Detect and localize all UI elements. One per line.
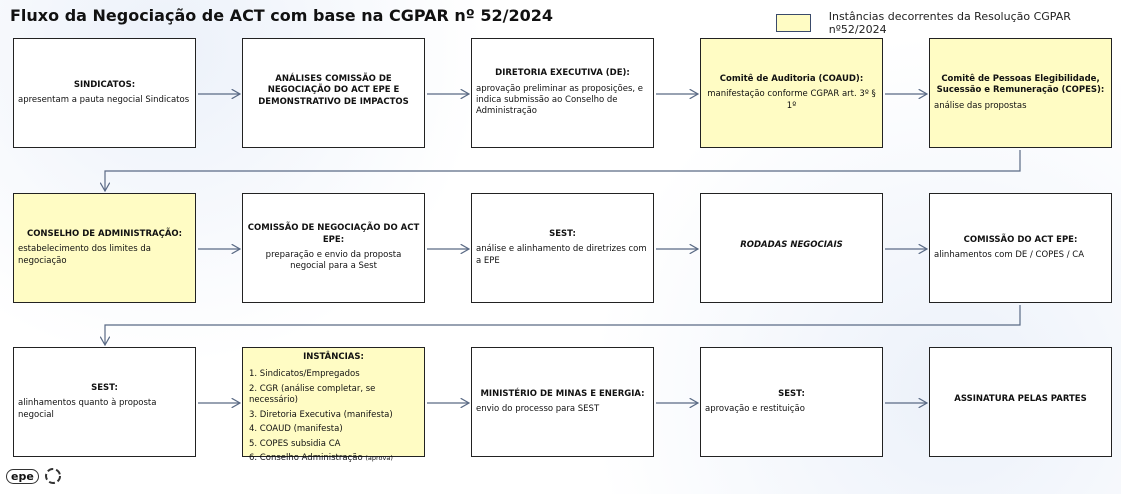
arrow	[105, 305, 1021, 345]
flow-box-heading: INSTÂNCIAS:	[303, 352, 364, 362]
instance-item: 1. Sindicatos/Empregados	[249, 369, 420, 380]
flow-box-text: preparação e envio da proposta negocial …	[265, 250, 402, 272]
flow-box: ANÁLISES COMISSÃO DE NEGOCIAÇÃO DO ACT E…	[242, 38, 425, 148]
flow-box: COMISSÃO DO ACT EPE: alinhamentos com DE …	[929, 193, 1112, 303]
flow-box: Comitê de Pessoas Elegibilidade, Sucessã…	[929, 38, 1112, 148]
flow-box-heading: ANÁLISES COMISSÃO DE NEGOCIAÇÃO DO ACT E…	[258, 73, 409, 107]
flow-box-text: alinhamentos quanto à proposta negocial	[18, 398, 157, 420]
instance-item-text: 5. COPES subsidia CA	[249, 438, 341, 449]
flow-box: MINISTÉRIO DE MINAS E ENERGIA: envio do p…	[471, 347, 654, 457]
instance-item-text: 6. Conselho Administração	[249, 453, 363, 464]
arrow	[105, 150, 1021, 191]
flow-box-text: estabelecimento dos limites da negociaçã…	[18, 244, 151, 266]
flow-box-heading: DIRETORIA EXECUTIVA (DE):	[495, 68, 630, 79]
instance-item-text: 3. Diretoria Executiva (manifesta)	[249, 409, 393, 420]
flow-box-heading: Comitê de Pessoas Elegibilidade, Sucessã…	[936, 73, 1105, 96]
flow-box-heading: SEST:	[91, 382, 118, 393]
flow-box-text: apresentam a pauta negocial Sindicatos	[18, 95, 190, 105]
flow-box-heading: Comitê de Auditoria (COAUD):	[719, 73, 864, 84]
epe-logo-text: epe	[6, 468, 39, 484]
flow-box-text: aprovação preliminar as proposições, e i…	[476, 83, 644, 117]
instance-item: 4. COAUD (manifesta)	[249, 424, 420, 435]
instance-item: 6. Conselho Administração (aprova)	[249, 453, 420, 464]
instance-item: 5. COPES subsidia CA	[249, 439, 420, 450]
flow-box: SEST: aprovação e restituição	[700, 347, 883, 457]
flow-box-text: envio do processo para SEST	[476, 404, 600, 414]
flow-box-heading: CONSELHO DE ADMINISTRAÇÃO:	[26, 228, 183, 239]
instance-item-text: 4. COAUD (manifesta)	[249, 424, 343, 435]
flow-box: SEST: alinhamentos quanto à proposta nego…	[13, 347, 196, 457]
flow-box-text: alinhamentos com DE / COPES / CA	[934, 250, 1085, 260]
flow-box-text: manifestação conforme CGPAR art. 3º § 1º	[707, 89, 876, 111]
flow-box-heading: SEST:	[778, 388, 805, 399]
flow-box-heading: SINDICATOS:	[73, 79, 136, 90]
instance-note: (aprova)	[365, 454, 393, 463]
page-title: Fluxo da Negociação de ACT com base na C…	[10, 6, 553, 25]
instance-item-text: 1. Sindicatos/Empregados	[249, 369, 360, 380]
flow-box-heading: MINISTÉRIO DE MINAS E ENERGIA:	[480, 388, 645, 399]
flow-box: COMISSÃO DE NEGOCIAÇÃO DO ACT EPE: prepar…	[242, 193, 425, 303]
legend-swatch	[776, 14, 811, 32]
instance-item-text: 2. CGR (análise completar, se necessário…	[249, 383, 376, 406]
flow-box-heading: COMISSÃO DE NEGOCIAÇÃO DO ACT EPE:	[247, 223, 420, 245]
flow-box-heading: SEST:	[549, 228, 576, 239]
instance-item: 2. CGR (análise completar, se necessário…	[249, 384, 420, 407]
flow-box: SINDICATOS: apresentam a pauta negocial S…	[13, 38, 196, 148]
flow-box: RODADAS NEGOCIAIS	[700, 193, 883, 303]
flow-box-text: análise e alinhamento de diretrizes com …	[476, 244, 647, 266]
flow-box-heading: COMISSÃO DO ACT EPE:	[963, 234, 1078, 245]
flow-box: CONSELHO DE ADMINISTRAÇÃO: estabeleciment…	[13, 193, 196, 303]
legend-label: Instâncias decorrentes da Resolução CGPA…	[828, 10, 1071, 36]
flow-box-text: análise das propostas	[934, 100, 1027, 111]
flow-box: DIRETORIA EXECUTIVA (DE): aprovação preli…	[471, 38, 654, 148]
flow-box: ASSINATURA PELAS PARTES	[929, 347, 1112, 457]
epe-logo: epe	[6, 468, 62, 484]
legend: Instâncias decorrentes da Resolução CGPA…	[776, 10, 1121, 36]
flow-box-text: aprovação e restituição	[705, 404, 805, 414]
flow-box: INSTÂNCIAS: 1. Sindicatos/Empregados 2. CG…	[242, 347, 425, 463]
flow-box-heading: ASSINATURA PELAS PARTES	[954, 394, 1087, 405]
flow-box: SEST: análise e alinhamento de diretrizes…	[471, 193, 654, 303]
flow-box-heading: RODADAS NEGOCIAIS	[740, 240, 843, 251]
anniversary-logo-icon	[44, 468, 61, 484]
instance-item: 3. Diretoria Executiva (manifesta)	[249, 410, 420, 421]
flow-box: Comitê de Auditoria (COAUD): manifestação…	[700, 38, 883, 148]
